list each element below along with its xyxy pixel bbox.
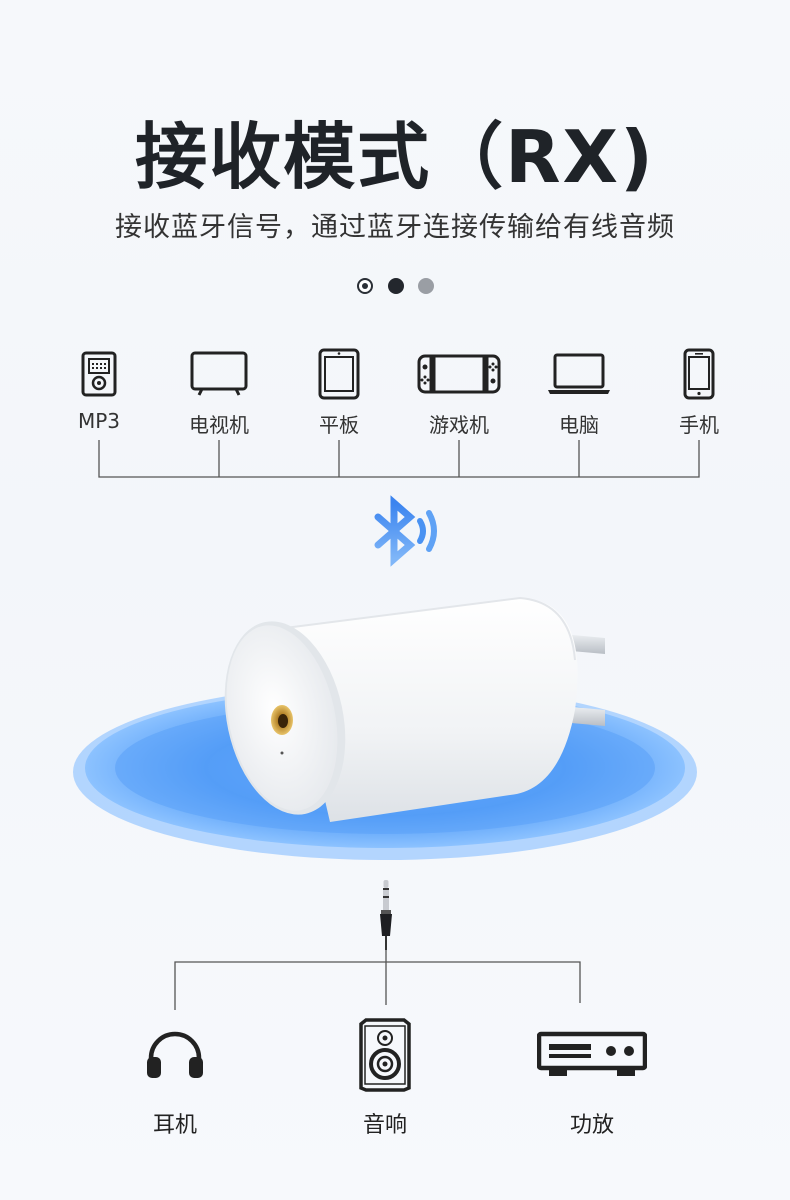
source-label: 游戏机	[429, 413, 489, 437]
source-tablet: 平板	[279, 345, 399, 438]
audio-jack-icon	[380, 880, 392, 950]
amplifier-icon	[537, 1031, 647, 1076]
output-label: 功放	[569, 1113, 614, 1138]
game-console-icon	[417, 354, 501, 394]
bluetooth-receiver-device	[73, 596, 697, 860]
source-label: 电视机	[189, 413, 249, 437]
source-label: MP3	[77, 409, 121, 433]
source-laptop: 电脑	[519, 345, 639, 438]
bluetooth-icon	[374, 495, 437, 567]
source-game-console: 游戏机	[399, 345, 519, 438]
carousel-dot-active[interactable]	[357, 278, 373, 294]
page-title: 接收模式（RX)	[135, 115, 655, 199]
output-amplifier: 功放	[522, 1015, 662, 1139]
source-label: 手机	[679, 413, 719, 437]
carousel-dot[interactable]	[388, 278, 404, 294]
carousel-dots	[355, 276, 437, 296]
output-speaker: 音响	[315, 1015, 455, 1139]
headphones-icon	[147, 1031, 203, 1078]
output-headphones: 耳机	[105, 1015, 245, 1139]
page-subtitle: 接收蓝牙信号，通过蓝牙连接传输给有线音频	[115, 212, 675, 243]
tablet-icon	[318, 348, 360, 400]
output-label: 耳机	[152, 1113, 197, 1138]
speaker-icon	[359, 1018, 411, 1092]
source-label: 平板	[319, 413, 359, 437]
phone-icon	[683, 348, 715, 400]
tv-icon	[190, 351, 248, 396]
laptop-icon	[548, 353, 610, 394]
source-phone: 手机	[639, 345, 759, 438]
source-tv: 电视机	[159, 345, 279, 438]
mp3-player-icon	[81, 351, 117, 397]
source-label: 电脑	[559, 413, 599, 437]
output-label: 音响	[362, 1113, 407, 1138]
source-mp3: MP3	[39, 345, 159, 433]
carousel-dot[interactable]	[418, 278, 434, 294]
